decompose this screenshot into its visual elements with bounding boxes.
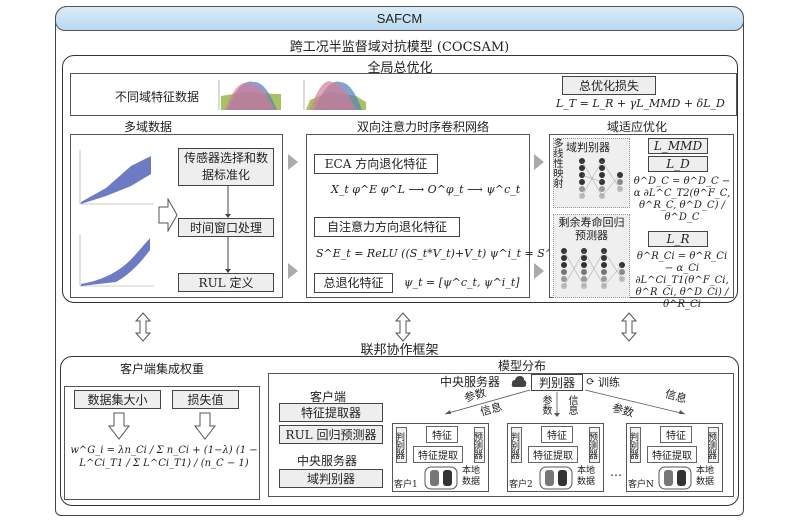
discriminator-update-formula: θ^D_C = θ^D_C − α ∂L^C_T2(θ^F_C, θ^R_C, … (633, 176, 731, 223)
client-2-feature: 特征 (541, 426, 573, 443)
client-n-extract: 特征提取 (647, 446, 697, 463)
client-weights-title: 客户端集成权重 (120, 362, 205, 376)
predictor-network-icon (561, 248, 625, 289)
train-label: 训练 (598, 376, 620, 389)
mmd-loss-box: L_MMD (648, 138, 708, 154)
d-loss-box: L_D (648, 156, 708, 172)
client-2-predictor: 预测器 (587, 427, 600, 463)
client-1-extract: 特征提取 (413, 446, 463, 463)
client-2-extract: 特征提取 (528, 446, 578, 463)
loss-value-box: 损失值 (172, 390, 239, 409)
client-1-local-data: 本地数据 (462, 466, 481, 487)
client-n-discriminator: 判别器 (628, 427, 641, 463)
client-heading: 客户端 (310, 390, 347, 404)
cocsam-block (62, 55, 738, 303)
flow-arrow-icon (534, 263, 544, 279)
cocsam-title: 跨工况半监督域对抗模型 (COCSAM) (289, 40, 510, 55)
database-icon (658, 466, 692, 490)
discriminator-box: 判别器 (531, 374, 583, 391)
step-arrows (225, 186, 231, 273)
pink-series (225, 83, 275, 110)
total-loss-formula: L_T = L_R + γL_MMD + δL_D (556, 97, 725, 110)
client-1-feature: 特征 (426, 426, 458, 443)
discriminator-label: 域判别器 (566, 141, 610, 154)
model-distribution-title: 模型分布 (498, 359, 547, 373)
down-arrow-icon (108, 412, 130, 440)
r-loss-box: L_R (648, 231, 708, 247)
bidirectional-arrow-icon (395, 312, 411, 342)
distribution-arrows (444, 389, 686, 417)
domain-discriminator-box: 域判别器 (279, 469, 383, 488)
discriminator-net (553, 138, 630, 208)
step-rul-definition: RUL 定义 (178, 273, 274, 292)
safcm-header: SAFCM (55, 6, 744, 31)
client-n-predictor: 预测器 (706, 427, 719, 463)
client-1-discriminator: 判别器 (394, 427, 407, 463)
down-arrow-icon (194, 412, 216, 440)
eca-feature-label: ECA 方向退化特征 (314, 154, 438, 174)
bitcn-title: 双向注意力时序卷积网络 (357, 120, 490, 134)
process-arrow (158, 198, 178, 232)
trajectory-cloud (81, 238, 150, 286)
degradation-scatter-2 (79, 234, 154, 287)
bidirectional-arrow-icon (621, 312, 637, 342)
eca-formula: X_t φ^E φ^L ⟶ O^φ_t ⟶ ψ^c_t (331, 183, 521, 196)
client-2-discriminator: 判别器 (509, 427, 522, 463)
step-sensor-selection: 传感器选择和数据标准化 (178, 148, 274, 186)
database-icon (424, 466, 458, 490)
client-1-name: 客户1 (394, 480, 418, 490)
client-1-predictor: 预测器 (472, 427, 485, 463)
federated-title: 联邦协作框架 (360, 343, 439, 358)
database-icon (539, 466, 573, 490)
feature-data-label: 不同域特征数据 (115, 90, 200, 104)
client-n-name: 客户N (628, 480, 654, 490)
weight-formula: w^G_i = λn_Ci / Σ n_Ci + (1−λ) (1 − L^Ci… (70, 445, 258, 469)
dataset-size-box: 数据集大小 (74, 390, 161, 409)
distribution-plot-2 (303, 80, 366, 110)
rul-predictor-box: RUL 回归预测器 (279, 425, 383, 444)
predictor-update-formula: θ^R_Ci = θ^R_Ci − α_Ci ∂L^Ci_T1(θ^F_Ci, … (635, 251, 729, 310)
info-label-center: 信息 (566, 395, 577, 415)
multilinear-mapping-label: 多线性映射 (551, 138, 562, 188)
central-server-label: 中央服务器 (440, 375, 501, 389)
pink-series (310, 81, 356, 110)
discriminator-network-icon (579, 158, 623, 199)
flow-arrow-icon (534, 154, 544, 170)
trajectory-cloud (81, 156, 151, 204)
total-feature-formula: ψ_t = [ψ^c_t, ψ^i_t] (404, 276, 520, 289)
feature-extractor-box: 特征提取器 (279, 403, 383, 422)
client-n-feature: 特征 (660, 426, 692, 443)
step-time-window: 时间窗口处理 (178, 218, 274, 237)
client-2-name: 客户2 (509, 480, 533, 490)
sa-feature-label: 自注意力方向退化特征 (314, 217, 460, 237)
degradation-scatter-1 (79, 150, 154, 205)
multi-domain-title: 多域数据 (124, 120, 173, 134)
server-heading: 中央服务器 (297, 454, 358, 468)
ellipsis: … (610, 465, 622, 479)
flow-arrow-icon (288, 154, 298, 170)
total-feature-label: 总退化特征 (314, 273, 393, 293)
refresh-icon: ⟳ (586, 375, 596, 388)
total-loss-box: 总优化损失 (562, 76, 656, 95)
bidirectional-arrow-icon (135, 312, 151, 342)
domain-adapt-title: 域适应优化 (607, 120, 668, 134)
client-n-local-data: 本地数据 (696, 466, 715, 487)
client-2-local-data: 本地数据 (577, 466, 596, 487)
predictor-label: 剩余寿命回归预测器 (558, 216, 625, 242)
params-label-center: 参数 (540, 395, 551, 415)
sa-formula: S^E_t = ReLU ((S_t*V_t)+V_t) ψ^i_t = S^E… (316, 247, 572, 260)
federated-block (60, 356, 739, 506)
flow-arrow-icon (288, 263, 298, 279)
distribution-plot-1 (218, 80, 281, 110)
global-opt-title: 全局总优化 (367, 61, 433, 76)
cloud-icon (511, 376, 527, 387)
